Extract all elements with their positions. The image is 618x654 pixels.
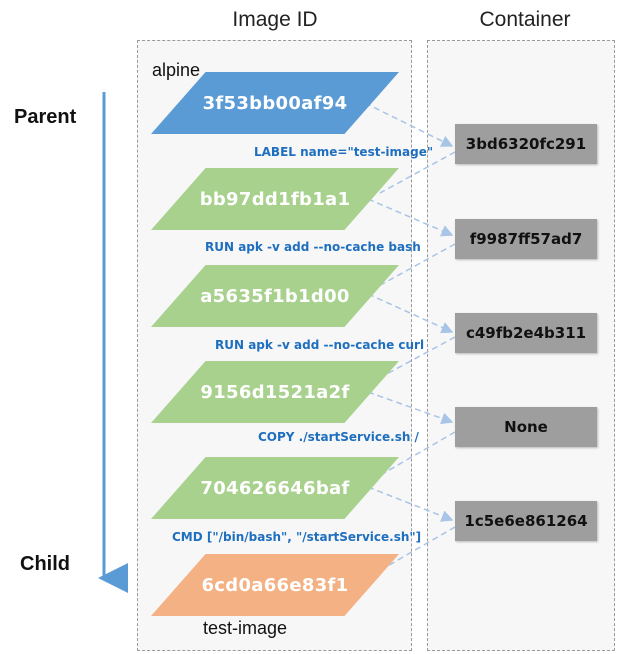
command-label-1: LABEL name="test-image" (254, 145, 434, 159)
layer-id: a5635f1b1d00 (200, 285, 350, 307)
connector-4b (371, 431, 456, 481)
connector-1b (379, 151, 456, 194)
parent-label: Parent (14, 106, 77, 128)
container-title: Container (479, 8, 571, 31)
layer-id: bb97dd1fb1a1 (199, 188, 351, 210)
command-label-2: RUN apk -v add --no-cache bash (205, 240, 421, 254)
dashed-connectors (364, 102, 456, 576)
child-label: Child (20, 553, 70, 575)
layer-id: 704626646baf (200, 477, 350, 499)
container-box-5[interactable]: 1c5e6e861264 (455, 501, 597, 541)
image-id-panel (137, 40, 412, 651)
container-box-4[interactable]: None (455, 407, 597, 447)
image-layer-6[interactable]: 6cd0a66e83f1 (151, 554, 399, 616)
connector-2b (374, 243, 456, 289)
connector-3b (371, 336, 456, 383)
connector-1a (364, 102, 454, 147)
command-label-4: COPY ./startService.sh / (258, 430, 419, 444)
connector-4a (367, 391, 454, 425)
container-box-3[interactable]: c49fb2e4b311 (455, 313, 597, 353)
image-layer-2[interactable]: bb97dd1fb1a1 (151, 168, 399, 230)
layer-id: 9156d1521a2f (200, 381, 350, 403)
connector-5a (367, 486, 454, 522)
image-layer-5[interactable]: 704626646baf (151, 457, 399, 519)
container-box-2[interactable]: f9987ff57ad7 (455, 219, 597, 259)
connector-3a (367, 293, 454, 334)
layer-id: 6cd0a66e83f1 (201, 574, 349, 596)
command-label-3: RUN apk -v add --no-cache curl (215, 338, 425, 352)
connector-2a (367, 198, 454, 237)
base-image-label: alpine (152, 60, 201, 80)
container-box-1[interactable]: 3bd6320fc291 (455, 124, 597, 164)
image-layer-3[interactable]: a5635f1b1d00 (151, 265, 399, 327)
image-layer-1[interactable]: 3f53bb00af94 (151, 72, 399, 134)
connector-5b (371, 526, 456, 576)
image-id-title: Image ID (232, 8, 318, 31)
command-label-5: CMD ["/bin/bash", "/startService.sh"] (172, 530, 422, 544)
image-layer-4[interactable]: 9156d1521a2f (151, 361, 399, 423)
layer-id: 3f53bb00af94 (202, 92, 348, 114)
result-image-label: test-image (203, 618, 288, 638)
